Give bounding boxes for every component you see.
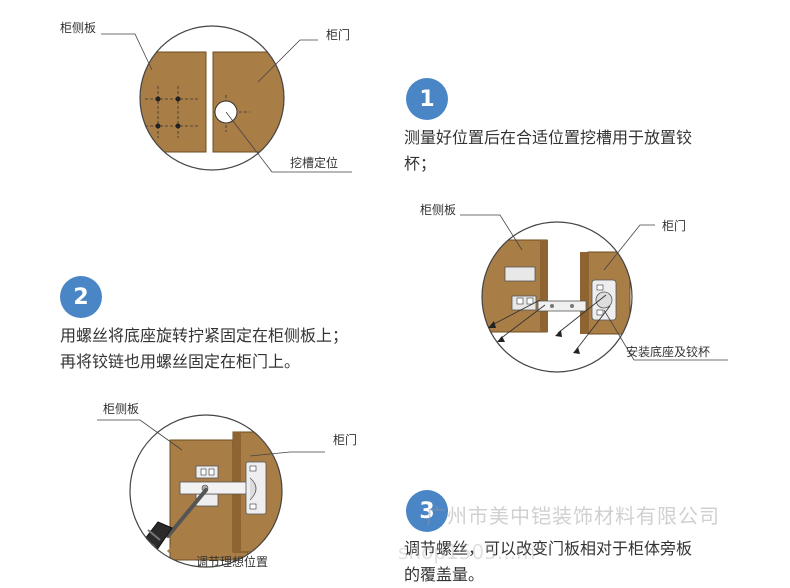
- step-3-badge: 3: [406, 490, 448, 532]
- label-side-panel-1: 柜侧板: [60, 21, 96, 35]
- step-2-line-1: 用螺丝将底座旋转拧紧固定在柜侧板上；: [60, 326, 349, 345]
- screwdriver-handle: [137, 521, 173, 561]
- diagram-2: 柜侧板 柜门 安装底座及铰杯: [420, 203, 728, 373]
- label-install: 安装底座及铰杯: [626, 344, 710, 359]
- screwdriver-shaft: [166, 488, 208, 538]
- step-3-line-1: 调节螺丝，可以改变门板相对于柜体旁板: [404, 539, 693, 558]
- label-door-1: 柜门: [326, 27, 350, 42]
- watermark-company: 广州市美中铠装饰材料有限公司: [426, 504, 720, 528]
- step-1-line-1: 测量好位置后在合适位置挖槽用于放置铰: [404, 128, 693, 147]
- diagram-1: 柜侧板 柜门 挖槽定位: [60, 21, 352, 173]
- side-panel-board: [482, 239, 548, 333]
- watermark-url: shop1505...m: [398, 540, 536, 564]
- label-door-2: 柜门: [662, 218, 686, 233]
- label-groove: 挖槽定位: [290, 155, 338, 170]
- label-adjust: 调节理想位置: [196, 554, 268, 569]
- step-2-text: 用螺丝将底座旋转拧紧固定在柜侧板上； 再将铰链也用螺丝固定在柜门上。: [60, 323, 348, 375]
- label-side-panel-2: 柜侧板: [420, 203, 456, 217]
- step-3-text: 调节螺丝，可以改变门板相对于柜体旁板 的覆盖量。: [404, 536, 692, 588]
- step-3-line-2: 的覆盖量。: [404, 565, 485, 584]
- step-2-line-2: 再将铰链也用螺丝固定在柜门上。: [60, 352, 301, 371]
- step-1-line-2: 杯；: [404, 154, 437, 173]
- step-1-text: 测量好位置后在合适位置挖槽用于放置铰 杯；: [404, 125, 692, 177]
- side-panel-board: [140, 51, 207, 153]
- diagram-3: 柜侧板 柜门 调节理想位置: [97, 402, 357, 569]
- label-door-3: 柜门: [333, 432, 357, 447]
- step-1-badge: 1: [406, 78, 448, 120]
- step-2-badge: 2: [60, 276, 102, 318]
- label-side-panel-3: 柜侧板: [103, 402, 139, 416]
